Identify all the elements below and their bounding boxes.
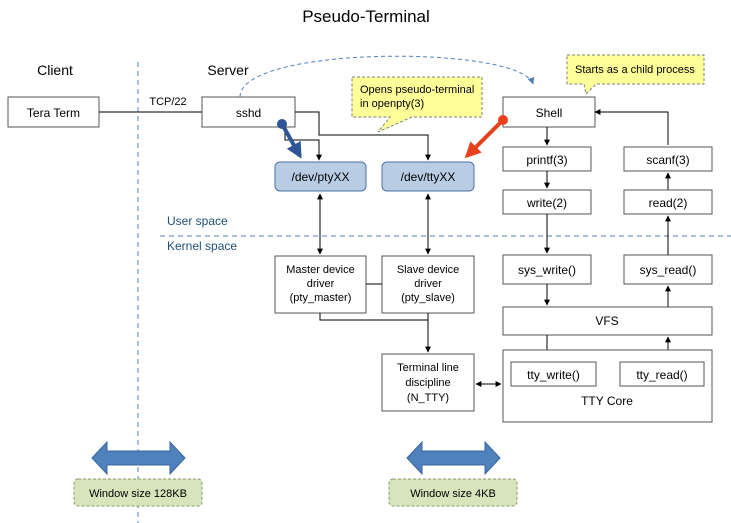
sshd-opens-pty-pointer xyxy=(280,123,302,159)
tty-write-label: tty_write() xyxy=(527,368,580,382)
read-label: read(2) xyxy=(649,196,688,210)
line-discipline-line2: discipline xyxy=(405,377,450,389)
master-driver-line2: driver xyxy=(307,278,335,290)
master-driver-box xyxy=(274,255,367,314)
write-box xyxy=(502,189,592,215)
tty-write-box xyxy=(510,361,597,387)
server-header: Server xyxy=(207,62,249,78)
printf-label: printf(3) xyxy=(526,153,567,167)
diagram-title: Pseudo-Terminal xyxy=(302,7,430,26)
master-to-slave-tail xyxy=(319,313,429,321)
opens-pty-callout xyxy=(351,76,483,133)
sys-read-box xyxy=(623,254,713,285)
vfs-box xyxy=(502,306,713,336)
scanf-label: scanf(3) xyxy=(646,153,689,167)
tera-term-box xyxy=(7,96,100,128)
opens-pty-callout-line1: Opens pseudo-terminal xyxy=(360,84,474,96)
right-window-size-box xyxy=(388,478,518,507)
master-driver-line3: (pty_master) xyxy=(290,292,352,304)
dev-ptyxx-box xyxy=(274,161,367,192)
tcp-label: TCP/22 xyxy=(149,96,186,108)
line-discipline-line3: (N_TTY) xyxy=(407,392,449,404)
read-box xyxy=(623,189,713,215)
kernel-space-label: Kernel space xyxy=(167,239,237,253)
slave-driver-box xyxy=(381,255,475,314)
left-window-double-arrow xyxy=(91,440,186,476)
child-process-callout xyxy=(566,54,705,96)
vfs-label: VFS xyxy=(595,314,618,328)
child-process-arrow xyxy=(239,55,535,98)
right-window-double-arrow xyxy=(406,440,501,476)
sys-write-label: sys_write() xyxy=(518,263,576,277)
line-discipline-line1: Terminal line xyxy=(397,362,459,374)
dev-ptyxx-label: /dev/ptyXX xyxy=(291,170,349,184)
write-label: write(2) xyxy=(526,196,567,210)
shell-box xyxy=(502,96,596,128)
client-header: Client xyxy=(37,62,73,78)
left-window-size-box xyxy=(73,478,203,507)
user-space-label: User space xyxy=(167,214,228,228)
tty-read-label: tty_read() xyxy=(636,368,687,382)
dev-ttyxx-box xyxy=(381,161,475,192)
sshd-to-tty-arrow xyxy=(295,111,431,161)
slave-driver-line1: Slave device xyxy=(397,264,459,276)
sshd-pointer-dot xyxy=(277,119,287,129)
scanf-box xyxy=(623,146,713,172)
opens-pty-callout-line2: in openpty(3) xyxy=(360,98,424,110)
sys-read-label: sys_read() xyxy=(640,263,697,277)
read-to-shell-line xyxy=(594,109,669,145)
right-window-size-label: Window size 4KB xyxy=(410,488,496,500)
line-discipline-box xyxy=(381,353,475,412)
printf-box xyxy=(502,146,592,172)
shell-pointer-dot xyxy=(498,115,508,125)
sshd-to-pty-arrow xyxy=(284,127,322,161)
slave-driver-line3: (pty_slave) xyxy=(401,292,455,304)
child-process-callout-text: Starts as a child process xyxy=(575,64,695,76)
dev-ttyxx-label: /dev/ttyXX xyxy=(401,170,456,184)
shell-label: Shell xyxy=(536,106,563,120)
sshd-label: sshd xyxy=(236,106,261,120)
tty-read-box xyxy=(619,361,705,387)
tera-term-label: Tera Term xyxy=(27,106,80,120)
slave-driver-line2: driver xyxy=(414,278,442,290)
shell-opens-tty-pointer xyxy=(464,118,505,159)
master-driver-line1: Master device xyxy=(286,264,354,276)
tty-core-label: TTY Core xyxy=(581,394,633,408)
left-window-size-label: Window size 128KB xyxy=(89,488,187,500)
